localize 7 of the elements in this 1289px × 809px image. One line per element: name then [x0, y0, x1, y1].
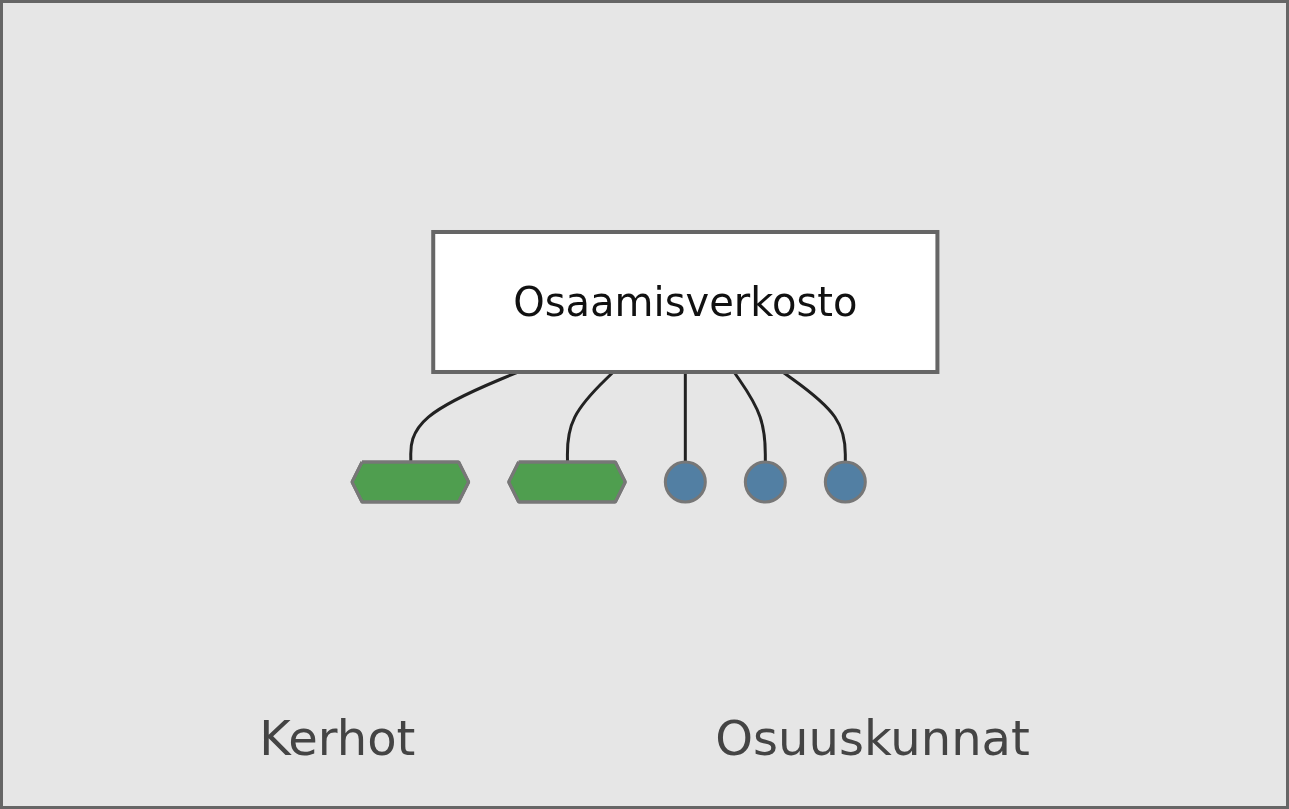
node-box: Osaamisverkosto	[431, 229, 940, 374]
connector	[683, 371, 687, 462]
node-circle	[823, 460, 867, 503]
group-caption: Kerhot	[259, 710, 416, 766]
node-circle	[663, 460, 707, 503]
node-circle	[743, 460, 787, 503]
group-caption: Osuuskunnat	[715, 710, 1030, 766]
